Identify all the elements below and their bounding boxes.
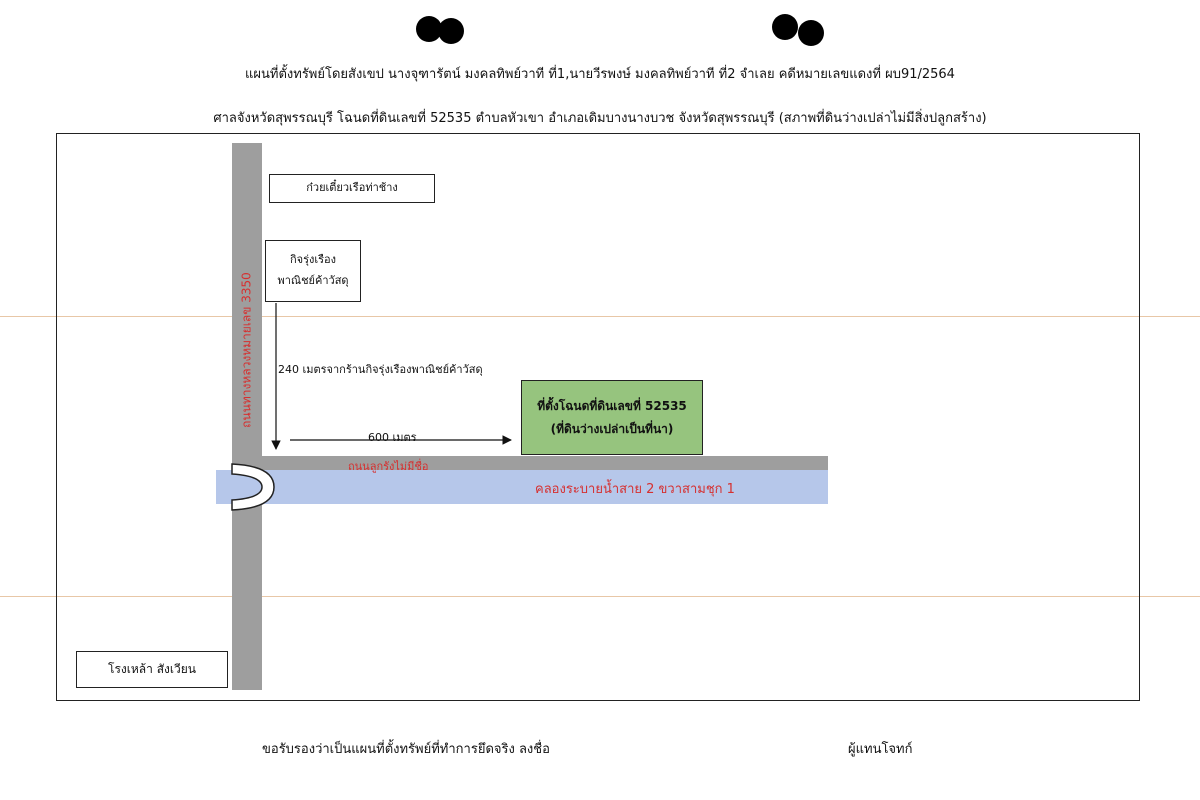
bridge-icon [231,463,275,511]
document-subtitle: ศาลจังหวัดสุพรรณบุรี โฉนดที่ดินเลขที่ 52… [213,111,987,126]
landmark-store-type: พาณิชย์ค้าวัสดุ [277,274,349,287]
redaction-mark-right [772,14,832,46]
drainage-canal [216,470,828,504]
distance-240m-label: 240 เมตรจากร้านกิจรุ่งเรืองพาณิชย์ค้าวัส… [278,363,483,376]
landmark-brewery-label: โรงเหล้า สังเวียน [108,662,196,677]
highway-road [232,143,262,690]
scan-artifact-line [0,316,1200,317]
signer-role: ผู้แทนโจทก์ [848,742,913,757]
landmark-store: กิจรุ่งเรือง พาณิชย์ค้าวัสดุ [265,240,361,302]
land-plot: ที่ตั้งโฉนดที่ดินเลขที่ 52535 (ที่ดินว่า… [521,380,703,455]
landmark-store-name: กิจรุ่งเรือง [289,253,337,267]
landmark-noodle-shop-label: ก๋วยเตี๋ยวเรือท่าช้าง [306,181,398,195]
laterite-road-label: ถนนลูกรังไม่มีชื่อ [348,460,429,473]
scan-artifact-line [0,596,1200,597]
document-title: แผนที่ตั้งทรัพย์โดยสังเขป นางจุฑารัตน์ ม… [245,67,955,82]
distance-600m-label: 600 เมตร [368,431,417,444]
land-plot-condition: (ที่ดินว่างเปล่าเป็นที่นา) [550,421,674,436]
landmark-brewery: โรงเหล้า สังเวียน [76,651,228,688]
canal-label: คลองระบายน้ำสาย 2 ขวาสามชุก 1 [535,482,735,497]
certification-text: ขอรับรองว่าเป็นแผนที่ตั้งทรัพย์ที่ทำการย… [262,742,550,757]
laterite-road [262,456,828,470]
redaction-mark-left [416,14,476,46]
map-frame [56,133,1140,701]
land-plot-deed: ที่ตั้งโฉนดที่ดินเลขที่ 52535 [537,398,687,413]
landmark-noodle-shop: ก๋วยเตี๋ยวเรือท่าช้าง [269,174,435,203]
